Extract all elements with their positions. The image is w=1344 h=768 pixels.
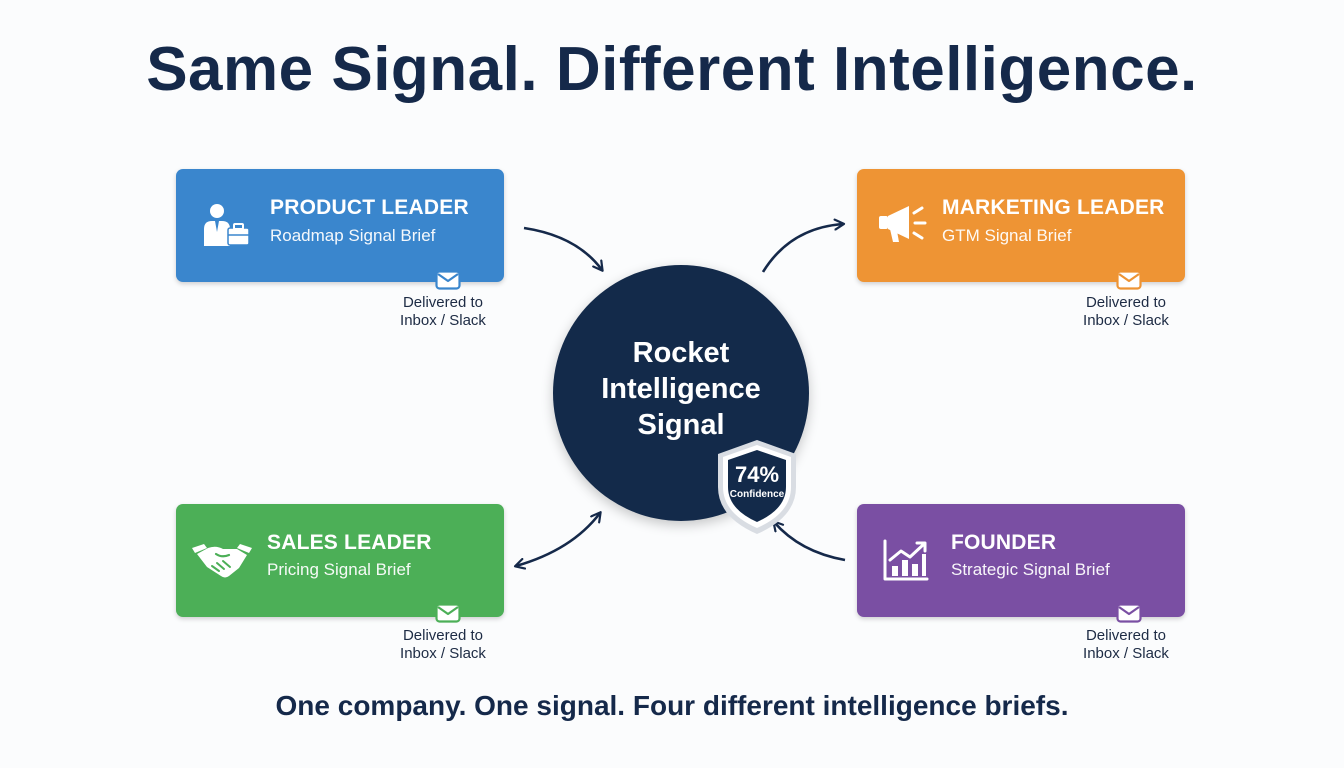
arrow-founder-to-hub	[774, 522, 846, 562]
arrow-hub-sales-bidirectional	[516, 513, 600, 566]
product-leader-icon	[204, 204, 250, 246]
delivery-note-marketing: Delivered to Inbox / Slack	[1083, 294, 1169, 329]
handshake-icon	[192, 544, 252, 578]
card-brief-name: Strategic Signal Brief	[951, 560, 1110, 579]
page-title: Same Signal. Different Intelligence.	[146, 35, 1198, 104]
arrow-product-to-hub	[523, 226, 602, 270]
confidence-label: Confidence	[729, 489, 785, 500]
card-role-title: PRODUCT LEADER	[270, 196, 469, 219]
mail-icon	[435, 603, 461, 623]
confidence-shield-icon	[718, 440, 796, 534]
card-brief-name: Pricing Signal Brief	[267, 560, 411, 579]
footer-tagline: One company. One signal. Four different …	[275, 690, 1069, 721]
card-marketing-leader: MARKETING LEADER GTM Signal Brief	[857, 169, 1185, 282]
card-product-leader: PRODUCT LEADER Roadmap Signal Brief	[176, 169, 504, 282]
mail-icon	[1116, 270, 1142, 290]
arrow-hub-to-marketing	[761, 224, 843, 273]
mail-icon	[435, 270, 461, 290]
delivery-note-product: Delivered to Inbox / Slack	[400, 294, 486, 329]
mail-icon	[1116, 603, 1142, 623]
megaphone-icon	[879, 206, 927, 242]
delivery-note-sales: Delivered to Inbox / Slack	[400, 627, 486, 662]
card-role-title: FOUNDER	[951, 531, 1057, 554]
growth-chart-icon	[883, 539, 929, 581]
card-role-title: SALES LEADER	[267, 531, 432, 554]
confidence-value: 74%	[734, 462, 780, 487]
card-role-title: MARKETING LEADER	[942, 196, 1165, 219]
hub-label: Rocket Intelligence Signal	[601, 337, 761, 441]
card-founder: FOUNDER Strategic Signal Brief	[857, 504, 1185, 617]
delivery-note-founder: Delivered to Inbox / Slack	[1083, 627, 1169, 662]
card-sales-leader: SALES LEADER Pricing Signal Brief	[176, 504, 504, 617]
card-brief-name: Roadmap Signal Brief	[270, 226, 436, 245]
card-brief-name: GTM Signal Brief	[942, 226, 1072, 245]
